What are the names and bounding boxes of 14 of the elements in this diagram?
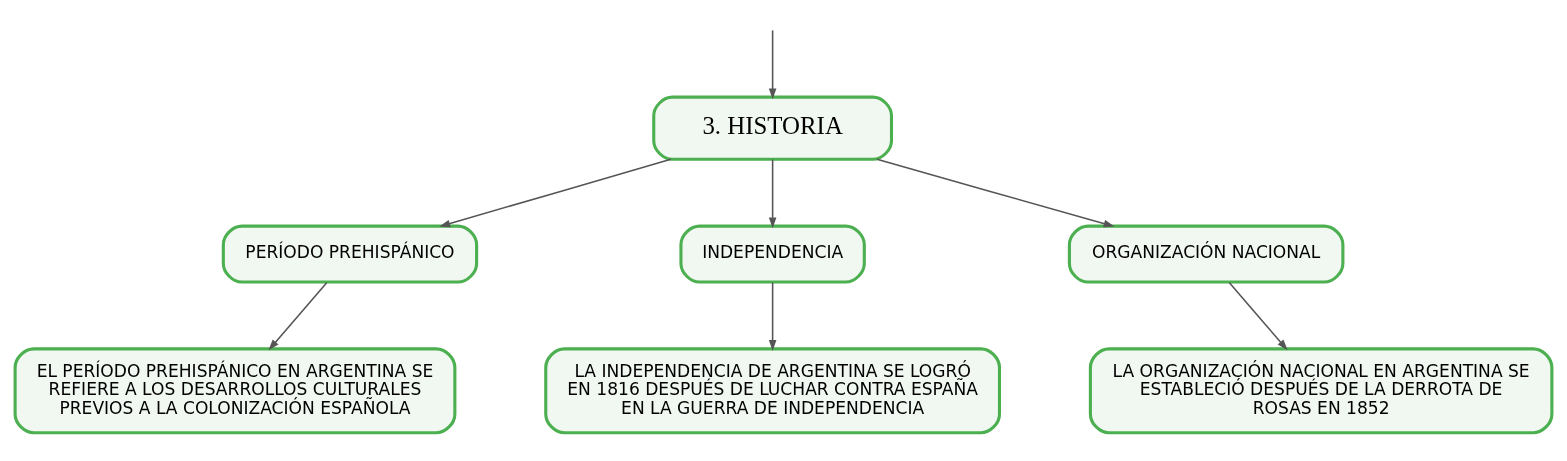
node-box: ORGANIZACIÓN NACIONAL xyxy=(1067,224,1345,284)
arrow xyxy=(439,158,672,227)
arrow xyxy=(768,281,777,351)
node-box: PERÍODO PREHISPÁNICO xyxy=(221,224,479,284)
arrow xyxy=(268,281,328,350)
arrow xyxy=(876,158,1115,227)
arrow xyxy=(1228,281,1288,350)
node-box: LA ORGANIZACIÓN NACIONAL EN ARGENTINA SE ESTABLECIÓ DESPUÉS DE LA DERROTA DE ROSAS EN 1852 xyxy=(1088,346,1554,434)
arrow xyxy=(768,158,777,228)
node-box: EL PERÍODO PREHISPÁNICO EN ARGENTINA SE REFIERE A LOS DESARROLLOS CULTURALES PREVIOS A LA COLONIZACIÓN ESPAÑOLA xyxy=(13,346,457,434)
node-box: INDEPENDENCIA xyxy=(679,224,866,284)
arrow xyxy=(768,29,777,99)
node-box: LA INDEPENDENCIA DE ARGENTINA SE LOGRÓ EN 1816 DESPUÉS DE LUCHAR CONTRA ESPAÑA EN LA GUERRA DE INDEPENDENCIA xyxy=(544,346,1002,434)
node-box: 3. HISTORIA xyxy=(652,95,894,161)
